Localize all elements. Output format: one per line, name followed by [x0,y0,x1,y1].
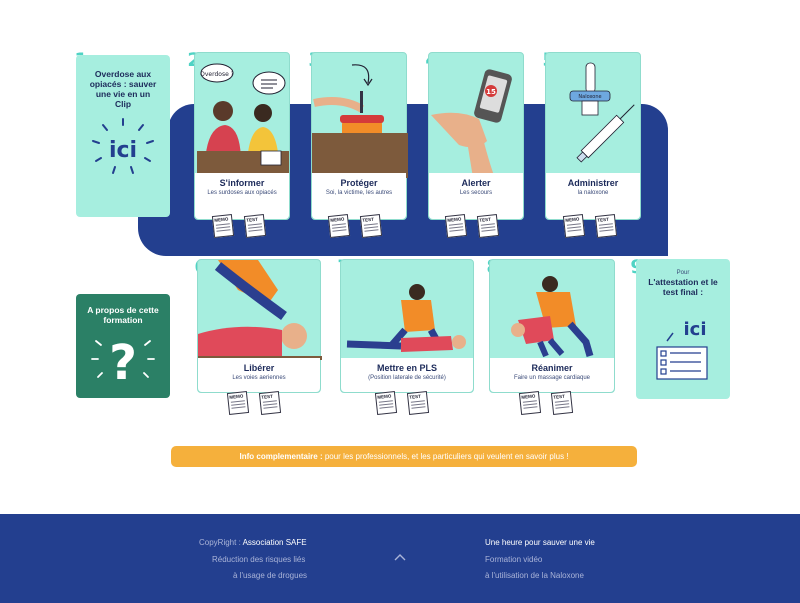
step-title: Mettre en PLS [376,363,437,373]
info-bar-bold: Info complementaire : [239,452,323,461]
step-docs: MEMO TEST [518,391,574,415]
cpr-illustration-icon [511,276,594,358]
test-doc-icon[interactable]: TEST [359,214,383,238]
test-doc-icon[interactable]: TEST [476,214,500,238]
svg-text:Naloxone: Naloxone [578,94,601,100]
ici-badge-icon: ici [92,118,154,174]
info-complementaire-bar[interactable]: Info complementaire : pour les professio… [171,446,637,467]
step-subtitle: Faire un massage cardiaque [513,375,591,381]
alerting-phone-illustration-icon: 15 [431,69,512,178]
svg-text:?: ? [109,335,137,389]
footer-right-line3: à l'utilisation de la Naloxone [485,571,584,580]
step-card-reanimer[interactable]: Réanimer Faire un massage cardiaque [489,259,615,393]
test-doc-icon[interactable]: TEST [594,214,618,238]
memo-doc-icon[interactable]: MEMO [226,391,250,415]
step-docs: MEMO TEST [211,214,267,238]
step-subtitle: la naloxone [577,190,609,196]
step-title: Alerter [461,178,491,188]
step-docs: MEMO TEST [444,214,500,238]
step-subtitle: Soi, la victime, les autres [325,190,393,196]
test-doc-icon[interactable]: TEST [258,391,282,415]
step-subtitle: Les secours [459,190,493,196]
checklist-ici-icon: ici [656,319,708,380]
informing-illustration-icon: Overdose ? [197,63,289,178]
step-card-alerter[interactable]: 15 Alerter Les secours [428,52,524,220]
footer-org-link[interactable]: Association SAFE [242,538,307,547]
footer-copyright: CopyRight : Association SAFE [199,538,307,547]
footer-left-line2: Réduction des risques liés [212,555,306,564]
step-subtitle: Les voies aeriennes [232,375,286,381]
step-docs: MEMO TEST [327,214,383,238]
memo-doc-icon[interactable]: MEMO [518,391,542,415]
step-docs: MEMO TEST [562,214,618,238]
intro-card[interactable]: Overdose aux opiacés : sauver une vie en… [76,55,170,217]
step-subtitle: (Position laterale de sécurité) [368,375,446,381]
step-card-administrer[interactable]: Naloxone Administrer la naloxone [545,52,641,220]
ici-text: ici [109,138,137,163]
protecting-illustration-icon [312,64,408,178]
test-doc-icon[interactable]: TEST [550,391,574,415]
about-card[interactable]: A propos de cette formation ? [76,294,170,398]
scroll-top-chevron-up-icon[interactable] [394,552,406,562]
memo-doc-icon[interactable]: MEMO [211,214,235,238]
freeing-airways-illustration-icon [198,260,322,360]
footer [0,514,800,603]
step-title: Protéger [340,178,378,188]
step-docs: MEMO TEST [226,391,282,415]
svg-text:Overdose ?: Overdose ? [200,71,234,78]
memo-doc-icon[interactable]: MEMO [374,391,398,415]
memo-doc-icon[interactable]: MEMO [444,214,468,238]
step-subtitle: Les surdoses aux opiacés [207,190,277,196]
footer-left-line3: à l'usage de drogues [233,571,308,580]
svg-text:ici: ici [683,319,706,340]
memo-doc-icon[interactable]: MEMO [327,214,351,238]
step-title: Libérer [243,363,275,373]
recovery-position-illustration-icon [346,284,466,352]
step-docs: MEMO TEST [374,391,430,415]
step-title: Réanimer [531,363,573,373]
question-mark-icon: ? [91,335,155,391]
test-doc-icon[interactable]: TEST [243,214,267,238]
footer-right-title[interactable]: Une heure pour sauver une vie [485,538,595,547]
intro-text: Overdose aux opiacés : sauver une vie en… [89,69,157,109]
final-text: L'attestation et le test final : [648,277,718,297]
step-card-sinformer[interactable]: Overdose ? S'informer Les surdoses aux o… [194,52,290,220]
svg-text:15: 15 [486,88,496,96]
footer-right-line2: Formation vidéo [485,555,543,564]
final-test-card[interactable]: Pour L'attestation et le test final : ic… [636,259,730,399]
memo-doc-icon[interactable]: MEMO [562,214,586,238]
step-card-liberer[interactable]: Libérer Les voies aeriennes [197,259,322,393]
step-card-proteger[interactable]: Protéger Soi, la victime, les autres [311,52,408,220]
about-text: A propos de cette formation [87,305,159,325]
naloxone-illustration-icon: Naloxone [569,62,635,163]
step-card-pls[interactable]: Mettre en PLS (Position laterale de sécu… [340,259,474,393]
step-title: Administrer [567,178,619,188]
info-bar-text: pour les professionnels, et les particul… [322,452,569,461]
test-doc-icon[interactable]: TEST [406,391,430,415]
step-title: S'informer [219,178,265,188]
final-text-small: Pour [676,270,690,276]
